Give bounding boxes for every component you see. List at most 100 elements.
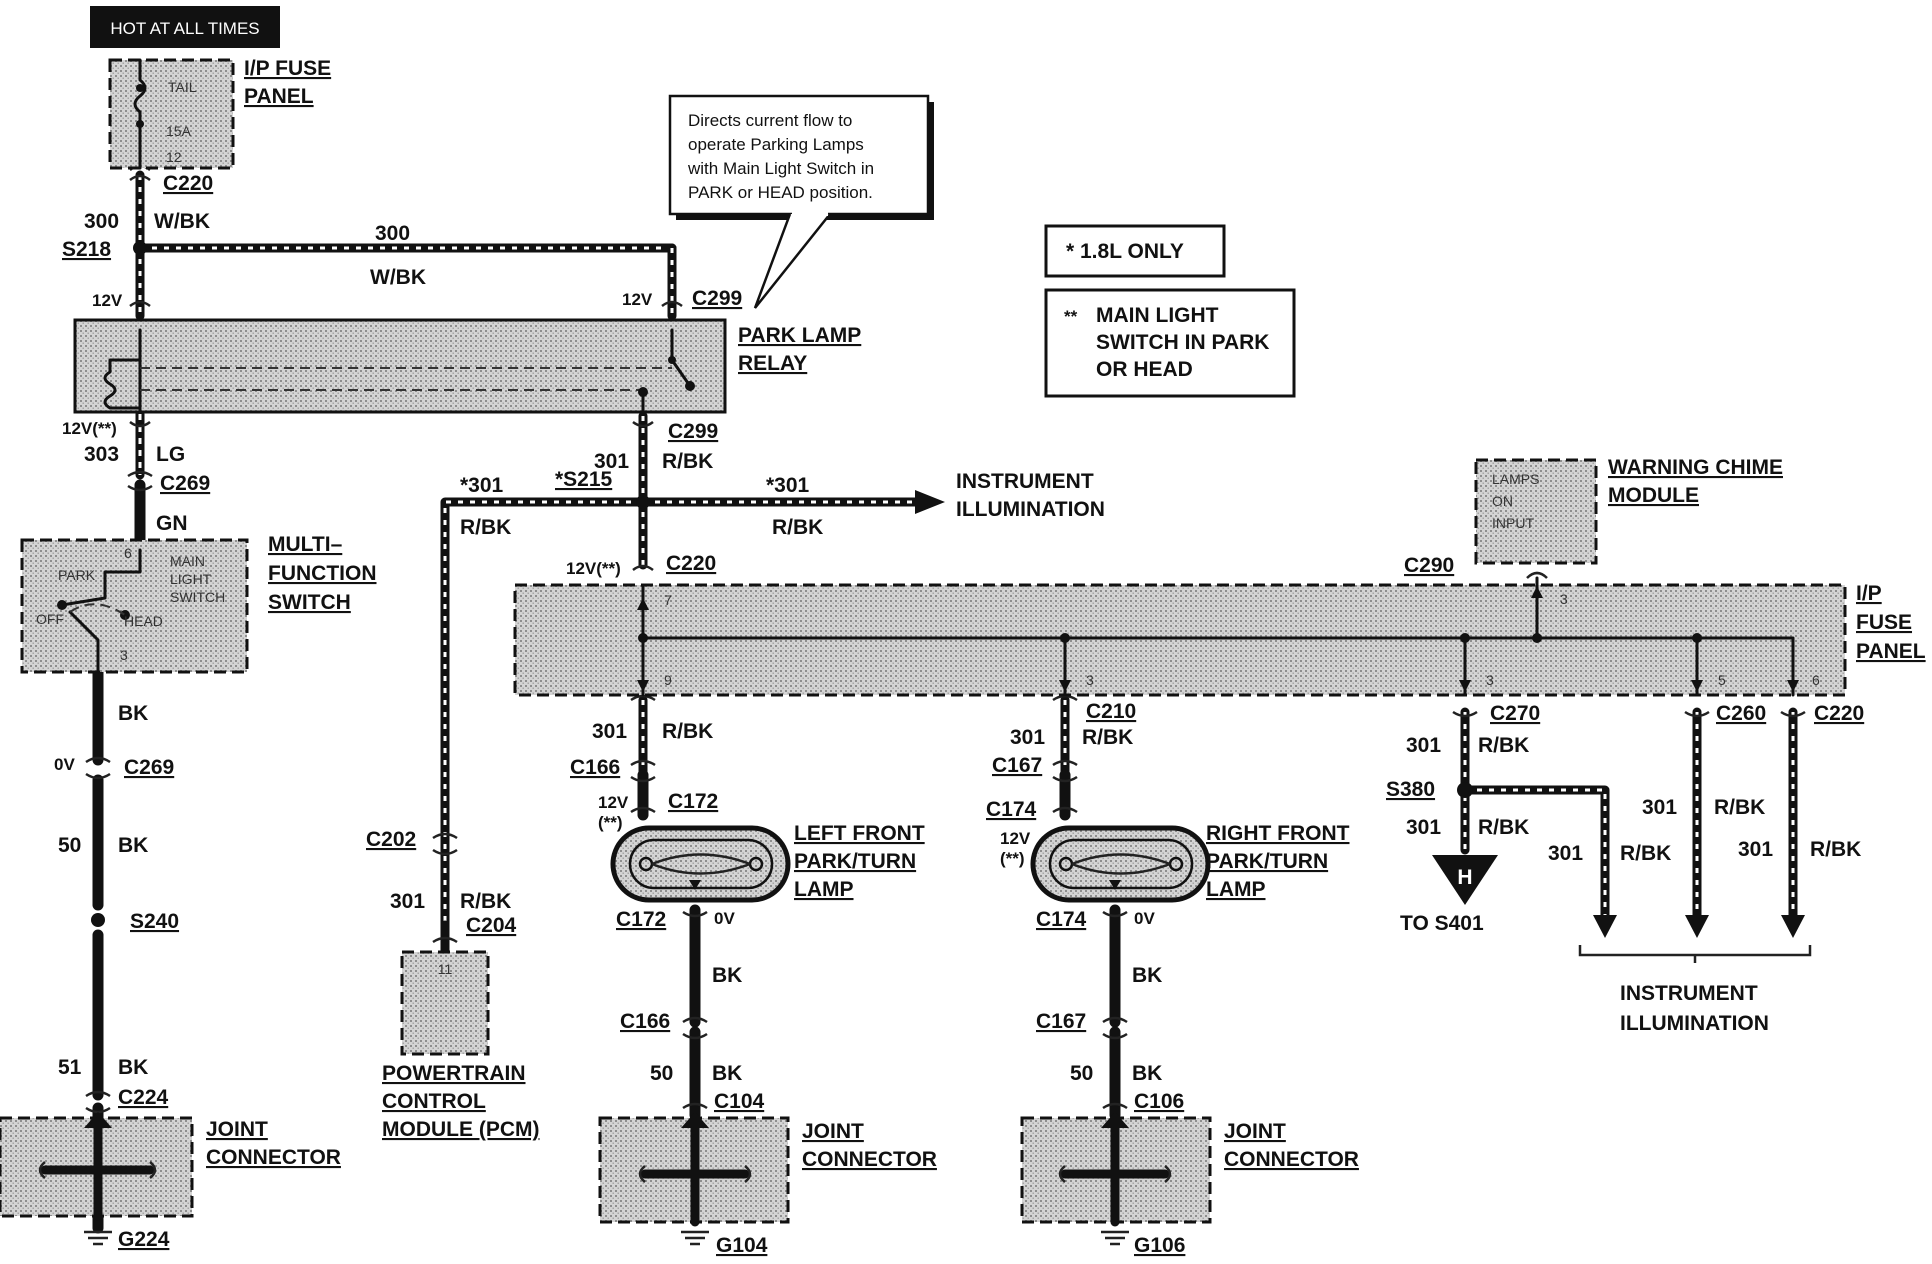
svg-text:R/BK: R/BK bbox=[1810, 838, 1861, 861]
svg-text:9: 9 bbox=[664, 672, 672, 688]
svg-text:G106: G106 bbox=[1134, 1234, 1185, 1257]
svg-text:OFF: OFF bbox=[36, 611, 64, 627]
svg-text:C299: C299 bbox=[692, 287, 742, 310]
svg-text:CONNECTOR: CONNECTOR bbox=[1224, 1148, 1359, 1171]
svg-text:C204: C204 bbox=[466, 914, 517, 937]
svg-text:0V: 0V bbox=[54, 755, 75, 774]
svg-text:R/BK: R/BK bbox=[1620, 842, 1671, 865]
svg-text:301: 301 bbox=[1010, 726, 1045, 749]
svg-text:MODULE: MODULE bbox=[1608, 484, 1699, 507]
svg-text:C224: C224 bbox=[118, 1086, 169, 1109]
svg-text:POWERTRAIN: POWERTRAIN bbox=[382, 1062, 526, 1085]
svg-text:ON: ON bbox=[1492, 493, 1513, 509]
svg-text:C166: C166 bbox=[570, 756, 620, 779]
svg-text:W/BK: W/BK bbox=[154, 210, 210, 233]
svg-text:C220: C220 bbox=[1814, 702, 1864, 725]
svg-text:301: 301 bbox=[1738, 838, 1773, 861]
svg-text:301: 301 bbox=[592, 720, 627, 743]
svg-text:C174: C174 bbox=[1036, 908, 1087, 931]
svg-text:5: 5 bbox=[1718, 672, 1726, 688]
svg-text:C269: C269 bbox=[124, 756, 174, 779]
hot-at-all-times-label: HOT AT ALL TIMES bbox=[90, 6, 280, 48]
svg-text:G104: G104 bbox=[716, 1234, 768, 1257]
svg-text:3: 3 bbox=[120, 647, 128, 663]
svg-text:C260: C260 bbox=[1716, 702, 1766, 725]
svg-text:301: 301 bbox=[1642, 796, 1677, 819]
svg-text:301: 301 bbox=[594, 450, 629, 473]
svg-text:C166: C166 bbox=[620, 1010, 670, 1033]
svg-text:MAIN LIGHT: MAIN LIGHT bbox=[1096, 304, 1219, 327]
wire-300-wbk-top bbox=[135, 243, 677, 321]
svg-text:OR HEAD: OR HEAD bbox=[1096, 358, 1193, 381]
svg-text:INSTRUMENT: INSTRUMENT bbox=[956, 470, 1094, 493]
wire-301-s380-instrument bbox=[1460, 785, 1617, 938]
svg-text:PARK: PARK bbox=[58, 567, 96, 583]
svg-text:301: 301 bbox=[390, 890, 425, 913]
svg-text:301: 301 bbox=[1406, 734, 1441, 757]
svg-text:12: 12 bbox=[166, 149, 182, 165]
svg-text:12V: 12V bbox=[1000, 829, 1031, 848]
svg-text:C172: C172 bbox=[616, 908, 666, 931]
svg-text:Directs current flow to: Directs current flow to bbox=[688, 111, 852, 130]
svg-text:operate Parking Lamps: operate Parking Lamps bbox=[688, 135, 864, 154]
svg-text:MODULE (PCM): MODULE (PCM) bbox=[382, 1118, 539, 1141]
svg-text:LAMP: LAMP bbox=[1206, 878, 1266, 901]
park-lamp-relay: PARK LAMP RELAY bbox=[73, 318, 861, 414]
labels: C220 300 W/BK S218 300 W/BK 12V 12V C299… bbox=[54, 172, 1864, 1257]
svg-text:12V(**): 12V(**) bbox=[566, 559, 621, 578]
svg-text:LAMPS: LAMPS bbox=[1492, 471, 1539, 487]
svg-text:6: 6 bbox=[1812, 672, 1820, 688]
svg-text:JOINT: JOINT bbox=[206, 1118, 268, 1141]
svg-text:BK: BK bbox=[712, 964, 742, 987]
svg-text:WARNING CHIME: WARNING CHIME bbox=[1608, 456, 1783, 479]
svg-text:R/BK: R/BK bbox=[460, 516, 511, 539]
svg-text:50: 50 bbox=[1070, 1062, 1093, 1085]
svg-text:PARK or HEAD position.: PARK or HEAD position. bbox=[688, 183, 873, 202]
svg-text:PARK/TURN: PARK/TURN bbox=[794, 850, 916, 873]
svg-text:LG: LG bbox=[156, 443, 185, 466]
svg-text:**: ** bbox=[1064, 307, 1078, 326]
svg-text:I/P: I/P bbox=[1856, 582, 1882, 605]
svg-text:303: 303 bbox=[84, 443, 119, 466]
svg-text:11: 11 bbox=[438, 961, 453, 977]
svg-text:C210: C210 bbox=[1086, 700, 1136, 723]
svg-text:MULTI–: MULTI– bbox=[268, 533, 343, 556]
svg-text:50: 50 bbox=[650, 1062, 673, 1085]
svg-text:C104: C104 bbox=[714, 1090, 765, 1113]
svg-text:12V(**): 12V(**) bbox=[62, 419, 117, 438]
splice-dot-s380 bbox=[1457, 782, 1473, 798]
svg-text:R/BK: R/BK bbox=[1082, 726, 1133, 749]
svg-text:JOINT: JOINT bbox=[1224, 1120, 1286, 1143]
svg-text:C172: C172 bbox=[668, 790, 718, 813]
svg-text:INPUT: INPUT bbox=[1492, 515, 1534, 531]
svg-text:3: 3 bbox=[1560, 591, 1568, 607]
svg-text:C167: C167 bbox=[1036, 1010, 1086, 1033]
svg-text:(**): (**) bbox=[598, 813, 623, 832]
off-page-connector-h: H bbox=[1432, 855, 1498, 905]
legend: * 1.8L ONLY ** MAIN LIGHT SWITCH IN PARK… bbox=[1044, 224, 1296, 398]
svg-text:BK: BK bbox=[118, 702, 148, 725]
svg-text:*301: *301 bbox=[766, 474, 810, 497]
svg-text:S218: S218 bbox=[62, 238, 111, 261]
svg-text:BK: BK bbox=[712, 1062, 742, 1085]
svg-text:ILLUMINATION: ILLUMINATION bbox=[1620, 1012, 1769, 1035]
joint-connector-g224: JOINT CONNECTOR bbox=[0, 1112, 341, 1246]
svg-text:C174: C174 bbox=[986, 798, 1037, 821]
svg-text:TO S401: TO S401 bbox=[1400, 912, 1484, 935]
splice-dot-s240 bbox=[91, 913, 105, 927]
svg-text:R/BK: R/BK bbox=[1478, 816, 1529, 839]
svg-text:PARK/TURN: PARK/TURN bbox=[1206, 850, 1328, 873]
svg-text:R/BK: R/BK bbox=[1478, 734, 1529, 757]
svg-text:(**): (**) bbox=[1000, 849, 1025, 868]
warning-chime-module: LAMPS ON INPUT 3 WARNING CHIME MODULE bbox=[1474, 456, 1783, 607]
joint-connector-g104: JOINT CONNECTOR bbox=[598, 1112, 937, 1246]
svg-text:S380: S380 bbox=[1386, 778, 1435, 801]
left-front-park-turn-lamp: LEFT FRONT PARK/TURN LAMP bbox=[610, 822, 925, 903]
svg-text:GN: GN bbox=[156, 512, 188, 535]
svg-text:BK: BK bbox=[1132, 1062, 1162, 1085]
svg-text:PANEL: PANEL bbox=[1856, 640, 1926, 663]
multi-function-switch: PARK OFF HEAD MAIN LIGHT SWITCH 6 3 MULT… bbox=[20, 533, 377, 674]
splice-dot-s218 bbox=[133, 241, 147, 255]
svg-text:301: 301 bbox=[1406, 816, 1441, 839]
